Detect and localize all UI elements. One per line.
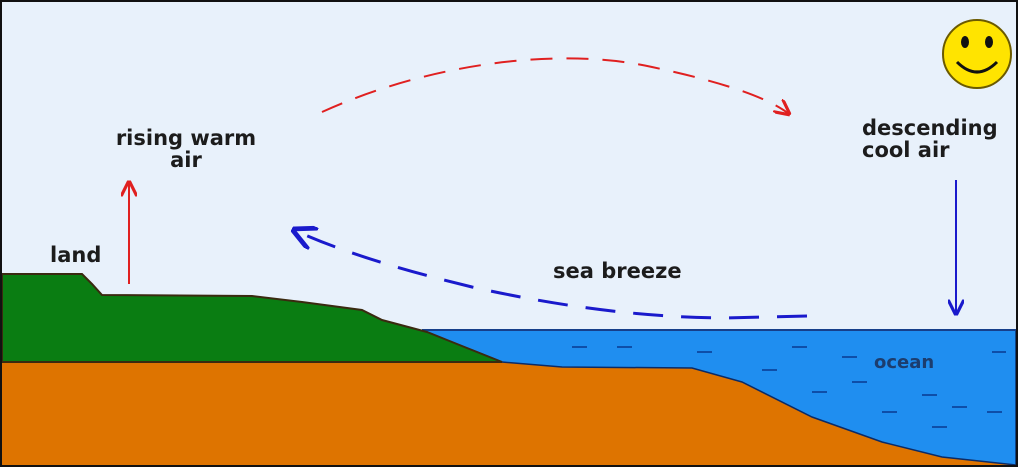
descending-cool-air-label: descending cool air xyxy=(862,117,998,161)
rising-warm-air-label: rising warm air xyxy=(106,127,266,171)
rising-warm-air-label-line1: rising warm xyxy=(115,126,257,150)
sea-breeze-arrow xyxy=(294,230,808,320)
ocean-label: ocean xyxy=(874,352,935,373)
sea-breeze-label: sea breeze xyxy=(553,259,682,283)
descending-cool-air-label-line1: descending xyxy=(862,116,998,140)
descending-cool-air-label-line2: cool air xyxy=(862,138,950,162)
upper-air-flow-arrow xyxy=(321,57,789,114)
rising-warm-air-label-line2: air xyxy=(170,148,202,172)
land-label: land xyxy=(50,243,102,267)
soil-layer xyxy=(2,362,1016,465)
land-mass xyxy=(2,273,503,363)
smiley-sun-icon xyxy=(942,19,1012,89)
ocean-waves xyxy=(572,346,1006,428)
